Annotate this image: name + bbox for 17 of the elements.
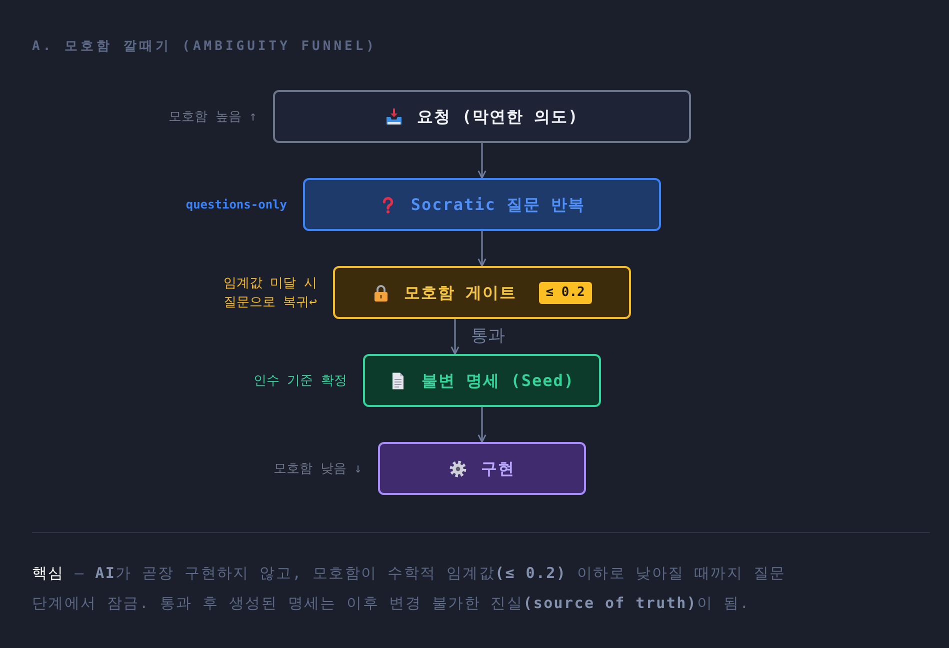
side-note: 임계값 미달 시 질문으로 복귀↩ <box>222 274 317 312</box>
step-label: 요청 (막연한 의도) <box>417 106 579 126</box>
step-label: Socratic 질문 반복 <box>410 194 586 214</box>
side-note: questions-only <box>186 196 287 213</box>
side-note: 인수 기준 확정 <box>253 372 347 390</box>
step-label: 모호함 게이트 <box>404 282 517 302</box>
arrow <box>478 407 486 443</box>
side-note: 모호함 낮음 ↓ <box>274 460 362 478</box>
side-note: 모호함 높음 ↑ <box>168 108 257 126</box>
section-heading: A. 모호함 깔때기 (AMBIGUITY FUNNEL) <box>32 38 378 56</box>
arrow <box>478 143 486 179</box>
step-label: 불변 명세 (Seed) <box>421 370 575 390</box>
step-label: 구현 <box>481 458 515 478</box>
caption-text: 핵심 — AI가 곧장 구현하지 않고, 모호함이 수학적 임계값(≤ 0.2) 이하로 낮아질 때까지 질문 단계에서 잠금. 통과 후 생성된 명세는 이후 변경 불가한 진실(source of truth)이 됨. <box>32 563 787 614</box>
arrow <box>478 231 486 267</box>
threshold-badge: ≤ 0.2 <box>538 282 592 304</box>
arrow <box>450 319 460 355</box>
